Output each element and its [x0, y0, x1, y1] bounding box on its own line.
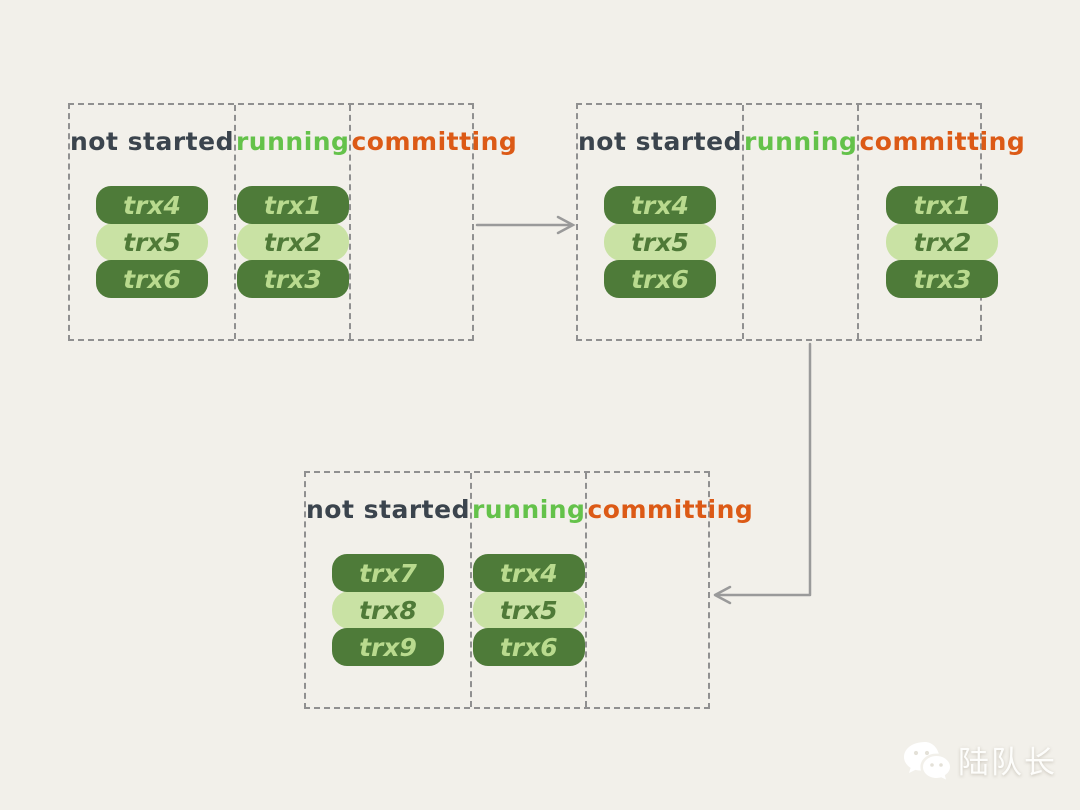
- column-label-not-started: not started: [578, 127, 742, 156]
- column-label-running: running: [471, 495, 586, 524]
- transaction-pill: trx4: [603, 186, 716, 224]
- watermark: 陆队长: [898, 736, 1057, 782]
- transaction-pill: trx1: [886, 186, 999, 224]
- column-committing: committing: [585, 473, 753, 707]
- column-label-not-started: not started: [70, 127, 234, 156]
- transaction-pill: trx5: [603, 223, 716, 261]
- transaction-pill: trx6: [472, 628, 585, 666]
- column-committing: committing: [349, 105, 517, 339]
- transaction-pill: trx9: [331, 628, 444, 666]
- column-label-committing: committing: [587, 495, 754, 524]
- transaction-pill: trx3: [236, 260, 349, 298]
- transaction-pill: trx6: [603, 260, 716, 298]
- transaction-pill: trx6: [95, 260, 208, 298]
- transaction-pill: trx4: [472, 554, 585, 592]
- transaction-pill: trx4: [95, 186, 208, 224]
- column-label-committing: committing: [351, 127, 518, 156]
- column-running: running: [741, 105, 858, 339]
- transaction-pill: trx5: [472, 591, 585, 629]
- column-label-not-started: not started: [306, 495, 470, 524]
- wechat-icon: [904, 742, 950, 780]
- watermark-text: 陆队长: [958, 744, 1057, 781]
- transaction-pill: trx8: [331, 591, 444, 629]
- column-label-running: running: [743, 127, 858, 156]
- column-label-running: running: [235, 127, 350, 156]
- transaction-pill: trx5: [95, 223, 208, 261]
- transaction-pill: trx2: [886, 223, 999, 261]
- column-label-committing: committing: [859, 127, 1026, 156]
- transaction-pill: trx1: [236, 186, 349, 224]
- transaction-pill: trx3: [886, 260, 999, 298]
- transaction-pill: trx7: [331, 554, 444, 592]
- transaction-pill: trx2: [236, 223, 349, 261]
